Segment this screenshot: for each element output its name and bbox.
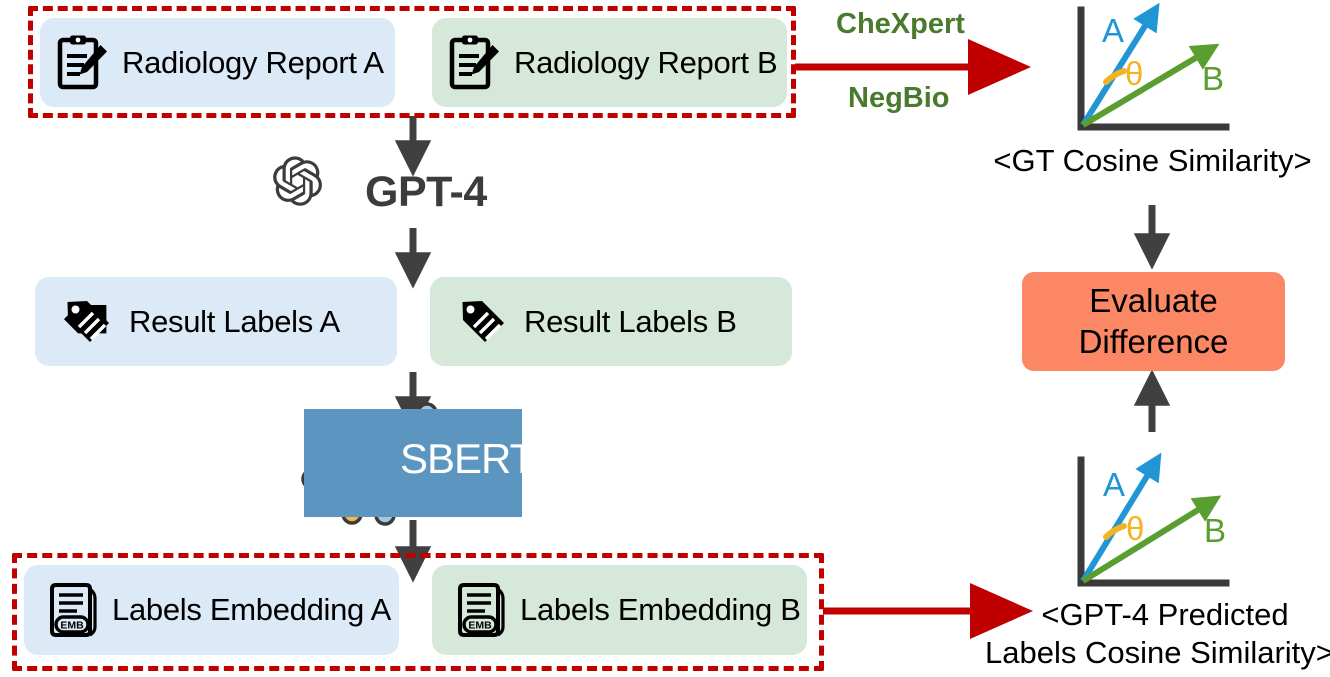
evaluate-line-2: Difference (1078, 322, 1229, 360)
node-radiology-report-b[interactable]: Radiology Report B (432, 18, 787, 107)
node-label: Labels Embedding B (520, 592, 801, 627)
tag-icon (462, 300, 504, 342)
sbert-logo-box: SBERT.net (304, 409, 522, 517)
embedding-document-icon: EMB (458, 583, 505, 637)
evaluate-line-1: Evaluate (1089, 282, 1218, 320)
node-labels-embedding-b[interactable]: EMB Labels Embedding B (432, 565, 807, 655)
predicted-vector-a-label: A (1103, 466, 1126, 503)
algorithm-label-chexpert: CheXpert (836, 8, 965, 40)
sbert-wordmark: SBERT.net (400, 435, 522, 482)
node-label: Radiology Report A (122, 44, 384, 80)
node-radiology-report-a[interactable]: Radiology Report A (40, 18, 395, 107)
gt-vector-a-label: A (1102, 12, 1125, 49)
gpt4-wordmark: GPT-4 (365, 168, 487, 216)
openai-logo-icon (273, 156, 322, 206)
node-label: Result Labels A (129, 303, 340, 339)
predicted-theta-label: θ (1126, 510, 1145, 547)
clipboard-pencil-icon (57, 35, 107, 89)
predicted-cosine-similarity-plot (1077, 452, 1230, 587)
node-result-labels-b[interactable]: Result Labels B (430, 277, 792, 366)
algorithm-label-negbio: NegBio (848, 82, 950, 114)
evaluate-difference-box[interactable]: Evaluate Difference (1022, 272, 1285, 371)
tag-icon (63, 300, 109, 342)
clipboard-pencil-icon (449, 35, 499, 89)
predicted-vector-b-label: B (1204, 512, 1227, 549)
node-label: Labels Embedding A (112, 592, 391, 627)
node-label: Radiology Report B (514, 44, 778, 80)
predicted-caption-line-2: Labels Cosine Similarity> (985, 635, 1330, 670)
svg-text:EMB: EMB (468, 619, 492, 631)
reports-group-outline (28, 6, 796, 118)
node-label: Result Labels B (524, 303, 737, 339)
gt-cosine-similarity-caption: <GT Cosine Similarity> (993, 143, 1312, 178)
gt-vector-b-label: B (1202, 60, 1225, 97)
embedding-document-icon: EMB (50, 583, 97, 637)
gt-cosine-similarity-plot (1077, 2, 1230, 131)
node-labels-embedding-a[interactable]: EMB Labels Embedding A (24, 565, 399, 655)
embeddings-group-outline (12, 553, 824, 671)
predicted-caption-line-1: <GPT-4 Predicted (1041, 597, 1289, 632)
svg-text:EMB: EMB (60, 619, 84, 631)
gt-theta-label: θ (1125, 55, 1144, 92)
node-result-labels-a[interactable]: Result Labels A (35, 277, 397, 366)
